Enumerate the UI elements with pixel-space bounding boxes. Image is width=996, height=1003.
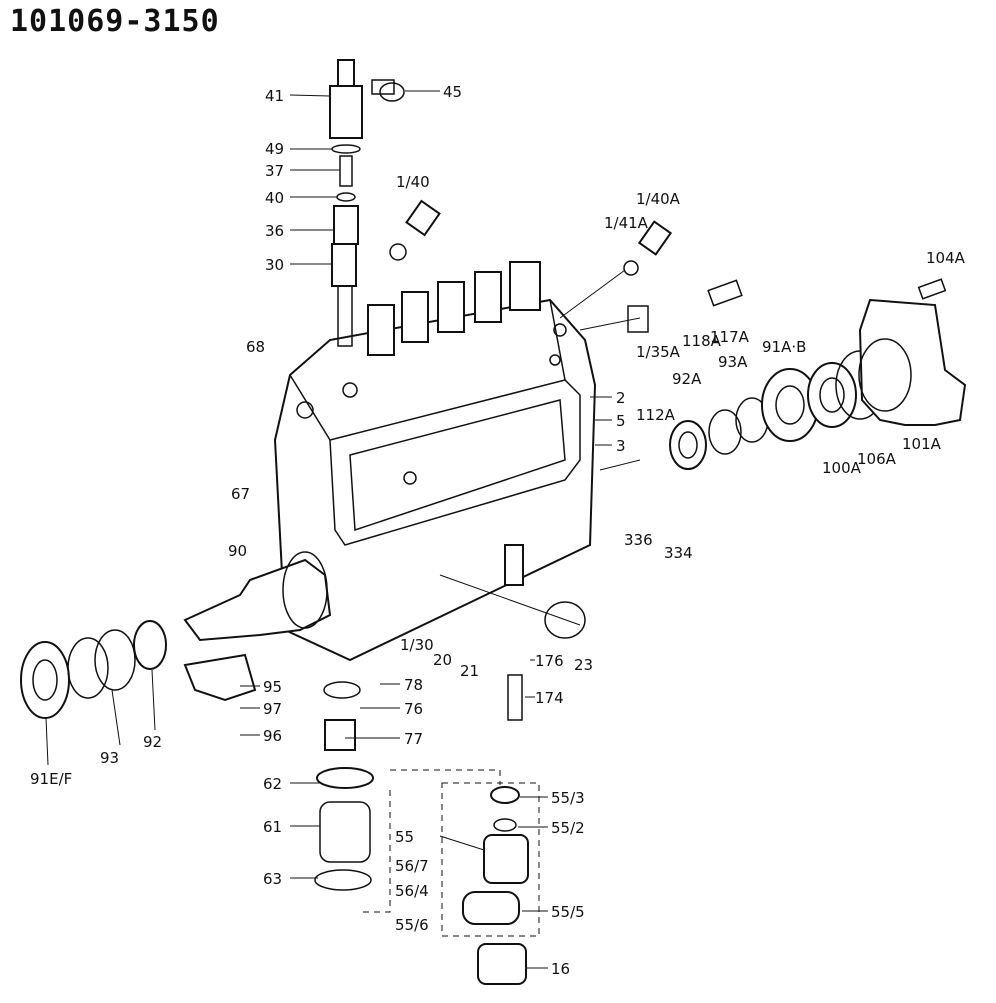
part-label: 63 <box>263 870 282 888</box>
part-label: 91A·B <box>762 338 806 356</box>
part-label: 92A <box>672 370 702 388</box>
part-label: 23 <box>574 656 593 674</box>
part-label: 62 <box>263 775 282 793</box>
part-label: 101A <box>902 435 942 453</box>
part-label: 112A <box>636 406 676 424</box>
part-label: 1/40A <box>636 190 681 208</box>
part-label: 56/7 <box>395 857 429 875</box>
diagram-title: 101069-3150 <box>10 4 220 39</box>
part-label: 174 <box>535 689 564 707</box>
part-label: 49 <box>265 140 284 158</box>
part-label: 1/40 <box>396 173 430 191</box>
part-label: 55/3 <box>551 789 585 807</box>
part-label: 61 <box>263 818 282 836</box>
part-label: 93 <box>100 749 119 767</box>
part-label: 92 <box>143 733 162 751</box>
part-label: 334 <box>664 544 693 562</box>
part-label: 95 <box>263 678 282 696</box>
part-labels: 41 45 49 37 40 1/40 36 30 1/40A 1/41A 10… <box>30 83 966 978</box>
part-label: 41 <box>265 87 284 105</box>
part-label: 55/6 <box>395 916 429 934</box>
part-label: 1/35A <box>636 343 681 361</box>
part-label: 3 <box>616 437 626 455</box>
delivery-valve-holders <box>367 261 541 356</box>
part-label: 67 <box>231 485 250 503</box>
part-label: 96 <box>263 727 282 745</box>
part-label: 30 <box>265 256 284 274</box>
part-label: 21 <box>460 662 479 680</box>
part-label: 118A <box>682 332 722 350</box>
part-label: 336 <box>624 531 653 549</box>
part-label: 2 <box>616 389 626 407</box>
part-label: 176 <box>535 652 564 670</box>
part-label: 78 <box>404 676 423 694</box>
part-label: 5 <box>616 412 626 430</box>
part-label: 93A <box>718 353 748 371</box>
part-label: 20 <box>433 651 452 669</box>
part-label: 90 <box>228 542 247 560</box>
delivery-valve-stack <box>329 59 405 347</box>
part-label: 97 <box>263 700 282 718</box>
part-label: 40 <box>265 189 284 207</box>
part-label: 1/30 <box>400 636 434 654</box>
banjo-bolts <box>389 199 673 276</box>
part-label: 56/4 <box>395 882 429 900</box>
camshaft-assembly <box>20 551 332 719</box>
part-label: 77 <box>404 730 423 748</box>
part-label: 36 <box>265 222 284 240</box>
part-label: 45 <box>443 83 462 101</box>
part-label: 55/5 <box>551 903 585 921</box>
part-label: 76 <box>404 700 423 718</box>
part-label: 106A <box>857 450 897 468</box>
part-label: 55 <box>395 828 414 846</box>
part-label: 37 <box>265 162 284 180</box>
part-label: 91E/F <box>30 770 72 788</box>
part-label: 55/2 <box>551 819 585 837</box>
leader-lines <box>45 90 641 969</box>
part-label: 16 <box>551 960 570 978</box>
plunger-parts <box>183 544 586 891</box>
part-label: 100A <box>822 459 862 477</box>
tappet-assembly <box>360 769 540 985</box>
part-label: 117A <box>710 328 750 346</box>
part-label: 1/41A <box>604 214 649 232</box>
part-label: 104A <box>926 249 966 267</box>
drive-side-parts <box>627 278 967 470</box>
part-label: 68 <box>246 338 265 356</box>
